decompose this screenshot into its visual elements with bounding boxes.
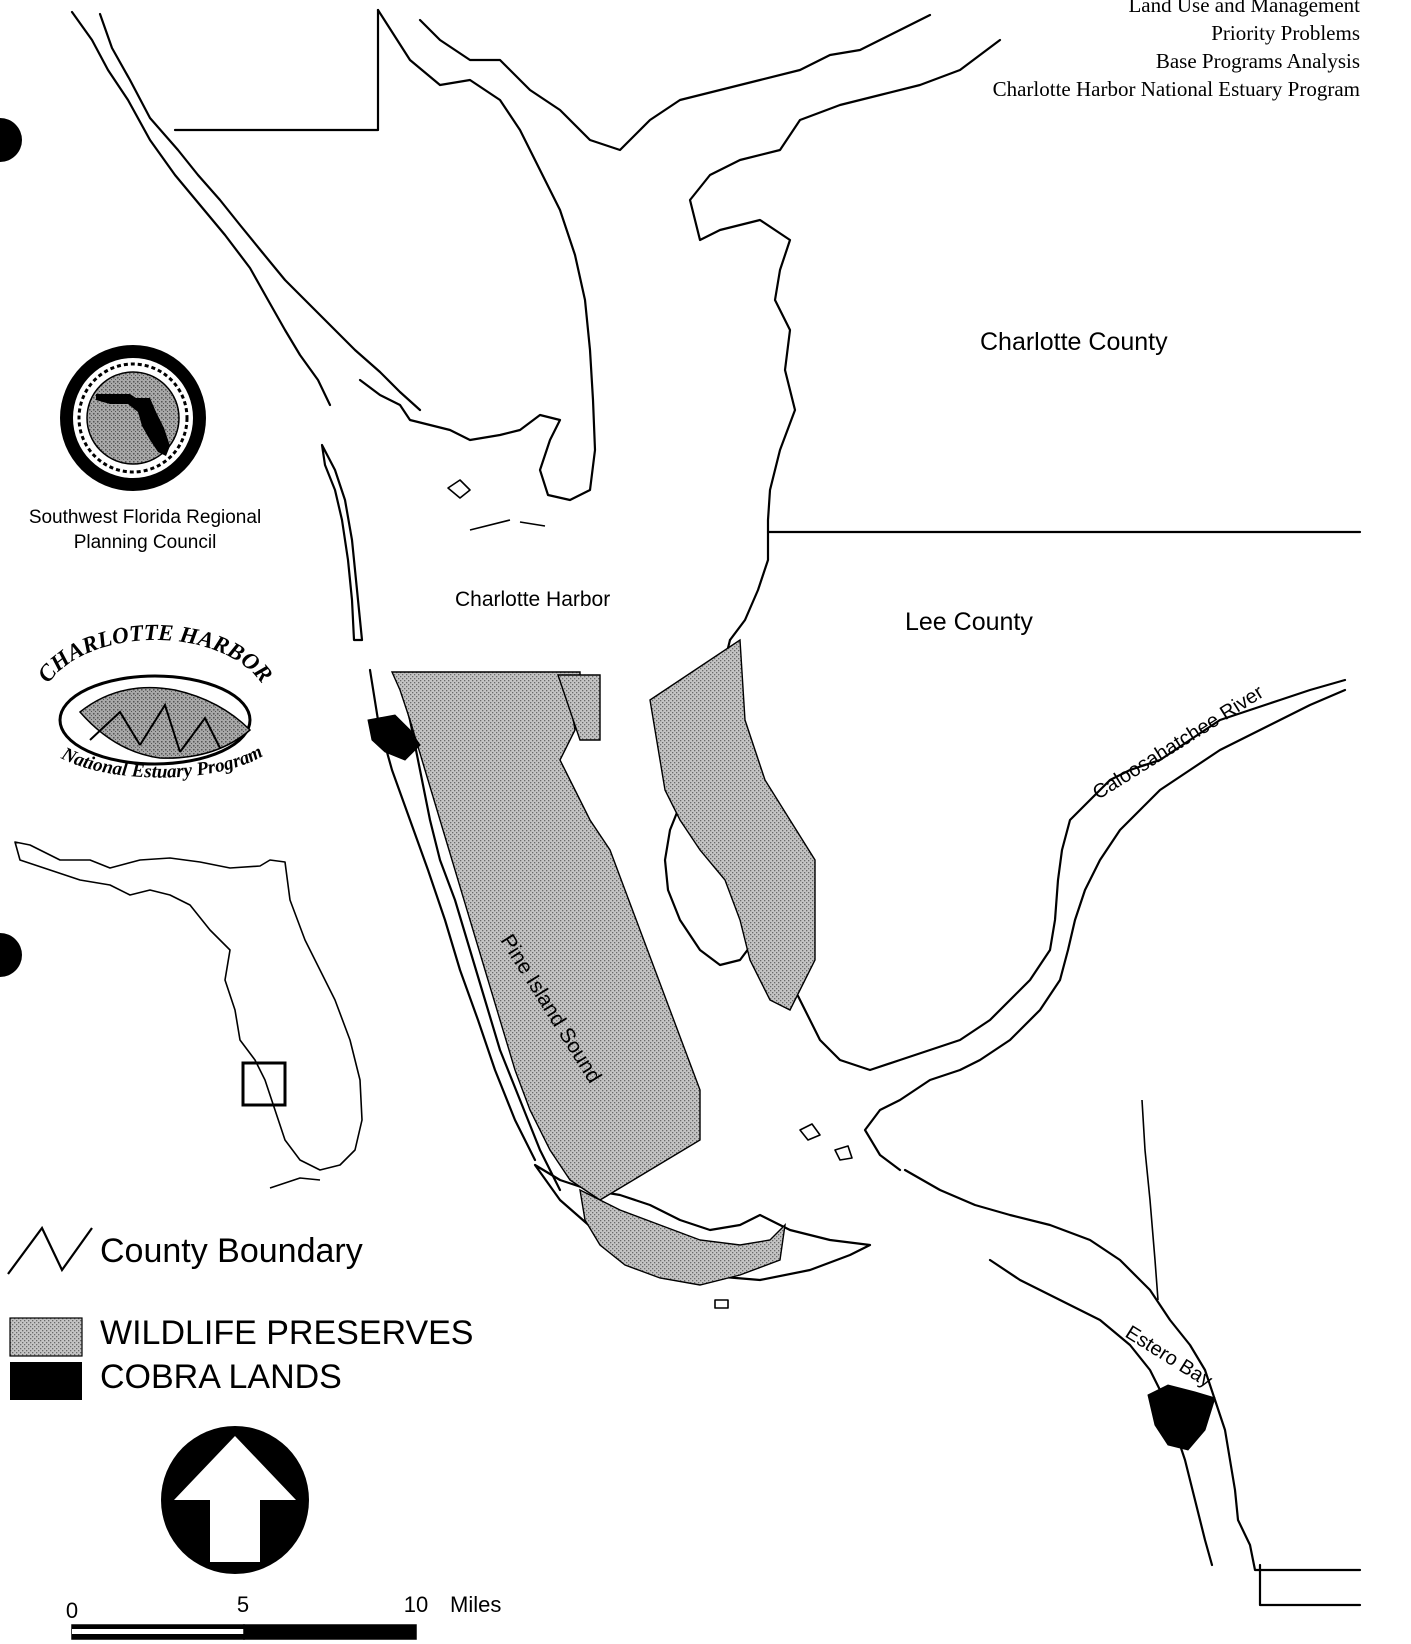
label-charlotte-county: Charlotte County: [980, 328, 1168, 356]
header-line-3: Base Programs Analysis: [1156, 49, 1360, 73]
harbor-north-shore: [358, 8, 597, 502]
scale-tick-5: 5: [237, 1592, 249, 1617]
preserve-pine-island-sound: [390, 671, 701, 1201]
gulf-coastline-north-inner: [98, 12, 422, 412]
swfrpc-name-line-1: Southwest Florida Regional: [29, 507, 261, 528]
header-line-1: Land Use and Management: [1128, 0, 1360, 17]
preserve-matlacha: [649, 638, 816, 1011]
gulf-coastline-north: [70, 10, 332, 407]
label-caloosahatchee-river: Caloosahatchee River: [1089, 681, 1268, 804]
harbor-islet: [714, 1299, 729, 1309]
preserve-strip: [557, 674, 601, 741]
chnep-logo: CHARLOTTE HARBOR National Estuary Progra…: [32, 620, 277, 783]
north-arrow-icon: [161, 1426, 309, 1574]
scale-unit: Miles: [450, 1592, 501, 1617]
header-line-2: Priority Problems: [1211, 21, 1360, 45]
wildlife-preserves-swatch: [9, 1317, 83, 1357]
estero-river: [1141, 1099, 1159, 1301]
cobra-lands-layer: [367, 714, 1216, 1451]
harbor-islet: [834, 1145, 853, 1161]
binder-hole: [0, 933, 22, 977]
coastline-layer: [70, 8, 1362, 1607]
county-boundary-sarasota: [173, 8, 380, 132]
peace-river-south-shore: [688, 38, 1002, 642]
harbor-shoal: [469, 519, 546, 531]
cobra-lands-swatch: [10, 1362, 82, 1400]
harbor-islet: [799, 1123, 821, 1141]
wildlife-preserves-layer: [390, 638, 816, 1286]
legend-cobra-lands: COBRA LANDS: [100, 1358, 342, 1396]
label-charlotte-harbor: Charlotte Harbor: [455, 588, 610, 611]
estero-mainland: [903, 1168, 1362, 1572]
header-line-4: Charlotte Harbor National Estuary Progra…: [993, 77, 1360, 101]
estero-barrier: [988, 1258, 1214, 1567]
scale-bar: 0 5 10 Miles: [66, 1592, 501, 1640]
captiva-barrier: [398, 678, 562, 1192]
caloosahatchee-south-shore: [863, 688, 1347, 1172]
cobra-north-captiva: [367, 714, 421, 761]
legend: County Boundary WILDLIFE PRESERVES COBRA…: [7, 1225, 474, 1400]
scale-segment-1-inner: [72, 1629, 244, 1634]
map-boundary-southeast: [1258, 1563, 1362, 1607]
county-boundary-swatch: [7, 1225, 93, 1275]
florida-seal-icon: [60, 345, 206, 491]
locator-frame: [241, 1061, 287, 1107]
binder-hole: [0, 118, 22, 162]
scale-segment-2: [243, 1624, 417, 1640]
florida-locator-icon: [14, 841, 363, 1189]
gasparilla-island: [320, 443, 364, 642]
scale-tick-0: 0: [66, 1598, 78, 1623]
legend-county-boundary: County Boundary: [100, 1232, 363, 1270]
peace-river-shore: [418, 13, 932, 152]
scale-tick-10: 10: [404, 1592, 428, 1617]
label-estero-bay: Estero Bay: [1121, 1322, 1216, 1392]
legend-wildlife-preserves: WILDLIFE PRESERVES: [100, 1314, 474, 1352]
report-header: Land Use and Management Priority Problem…: [993, 0, 1361, 101]
label-lee-county: Lee County: [905, 608, 1033, 636]
swfrpc-name-line-2: Planning Council: [74, 532, 217, 553]
harbor-islet: [447, 479, 471, 499]
preserve-sanibel: [579, 1188, 786, 1286]
cobra-estero: [1147, 1384, 1216, 1451]
